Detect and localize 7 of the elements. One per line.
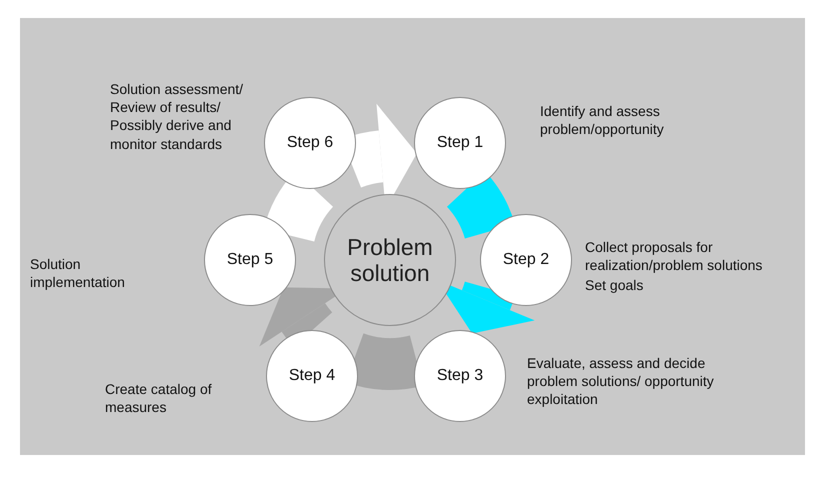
step-description: Collect proposals for realization/problem solutions [585, 238, 764, 274]
step-description: Solution implementation [30, 255, 126, 292]
step-description: Identify and assess problem/opportunity [540, 102, 665, 138]
step-description: Evaluate, assess and decide problem solutions/ opportunity exploitation [527, 354, 715, 409]
step-description: Solution assessment/ Review of results/ Possibly derive and monitor standards [110, 80, 244, 153]
step-description: Set goals [585, 276, 644, 294]
step-description: Create catalog of measures [105, 380, 213, 416]
